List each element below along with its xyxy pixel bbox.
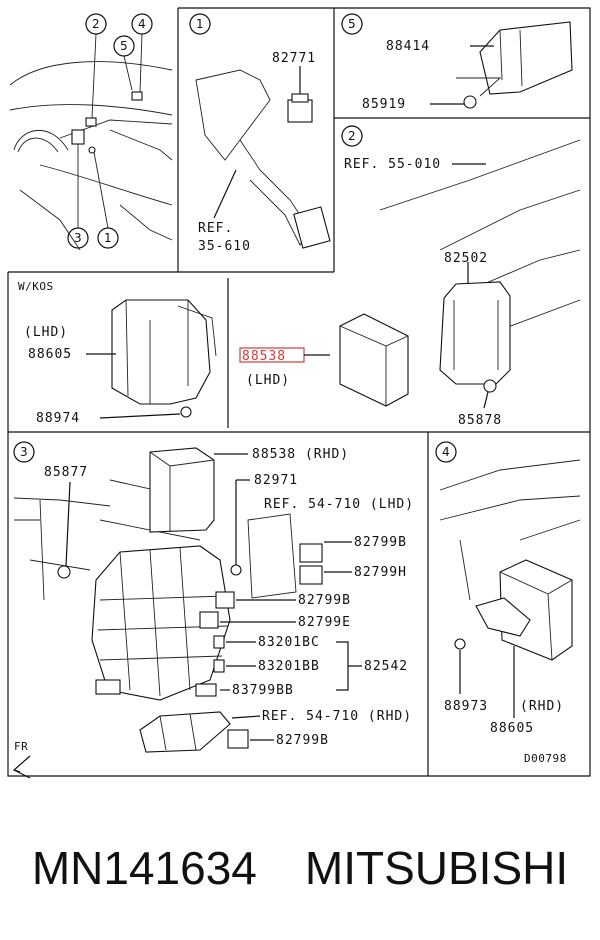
front-arrow-icon (12, 755, 31, 779)
panel-5-callout: 5 (348, 17, 356, 31)
panel-4: 4 88973 (RHD) 88605 (435, 441, 581, 736)
kos-lhd-note: (LHD) (24, 325, 68, 340)
ref-label-line1: REF. (198, 221, 233, 236)
part-85878-label: 85878 (458, 413, 502, 428)
part-88605-rhd-label: 88605 (490, 721, 534, 736)
part-88605-kos-label: 88605 (28, 347, 72, 362)
part-88414-label: 88414 (386, 39, 430, 54)
callout-1-top: 1 (104, 231, 112, 245)
part-83201bc-label: 83201BC (258, 635, 320, 650)
part-82771-label: 82771 (272, 51, 316, 66)
panel-5: 5 88414 85919 (341, 13, 573, 112)
part-82971-label: 82971 (254, 473, 298, 488)
panel-2: 2 REF. 55-010 82502 88538 (LHD) 85878 (239, 125, 581, 428)
panel-3-callout: 3 (20, 445, 28, 459)
part-83799bb-label: 83799BB (232, 683, 294, 698)
part-83201bb-label: 83201BB (258, 659, 320, 674)
front-indicator-label: FR (14, 740, 28, 753)
panel-1: 1 82771 REF. 35-610 (189, 13, 331, 254)
footer-caption: MN141634 MITSUBISHI (0, 818, 600, 918)
part-number: MN141634 (31, 842, 257, 894)
part-82502-label: 82502 (444, 251, 488, 266)
part-85877-label: 85877 (44, 465, 88, 480)
part-82542-label: 82542 (364, 659, 408, 674)
part-88973-label: 88973 (444, 699, 488, 714)
car-overview-sketch (9, 61, 173, 251)
panel-2-callout: 2 (348, 129, 356, 143)
panel-frames (7, 7, 591, 777)
part-82799h-label: 82799H (354, 565, 407, 580)
callout-4-top: 4 (138, 17, 146, 31)
callout-5-top: 5 (120, 39, 128, 53)
rhd-note: (RHD) (520, 699, 564, 714)
ref-55-010-label: REF. 55-010 (344, 157, 441, 172)
panel-4-callout: 4 (442, 445, 450, 459)
overview-callouts: 2 4 5 3 1 (67, 13, 153, 249)
part-82799b-b-label: 82799B (298, 593, 351, 608)
brand-name: MITSUBISHI (304, 842, 569, 894)
ref-54-710-rhd-label: REF. 54-710 (RHD) (262, 709, 412, 724)
part-88974-label: 88974 (36, 411, 80, 426)
part-82799e-label: 82799E (298, 615, 351, 630)
ref-54-710-lhd-label: REF. 54-710 (LHD) (264, 497, 414, 512)
panel-kos: W/KOS (LHD) 88605 88974 (18, 280, 217, 426)
callout-3-top: 3 (74, 231, 82, 245)
diagram-code: D00798 (524, 752, 567, 765)
kos-title: W/KOS (18, 280, 54, 293)
part-88538-rhd-label: 88538 (RHD) (252, 447, 349, 462)
part-88538-highlight-label: 88538 (242, 349, 286, 364)
part-82799b-a-label: 82799B (354, 535, 407, 550)
part-85919-label: 85919 (362, 97, 406, 112)
callout-2-top: 2 (92, 17, 100, 31)
panel-3: 3 85877 88538 (RHD) 82971 REF. 54-710 (L… (12, 441, 414, 779)
ref-label-line2: 35-610 (198, 239, 251, 254)
lhd-note: (LHD) (246, 373, 290, 388)
panel-1-callout: 1 (196, 17, 204, 31)
part-82799b-c-label: 82799B (276, 733, 329, 748)
